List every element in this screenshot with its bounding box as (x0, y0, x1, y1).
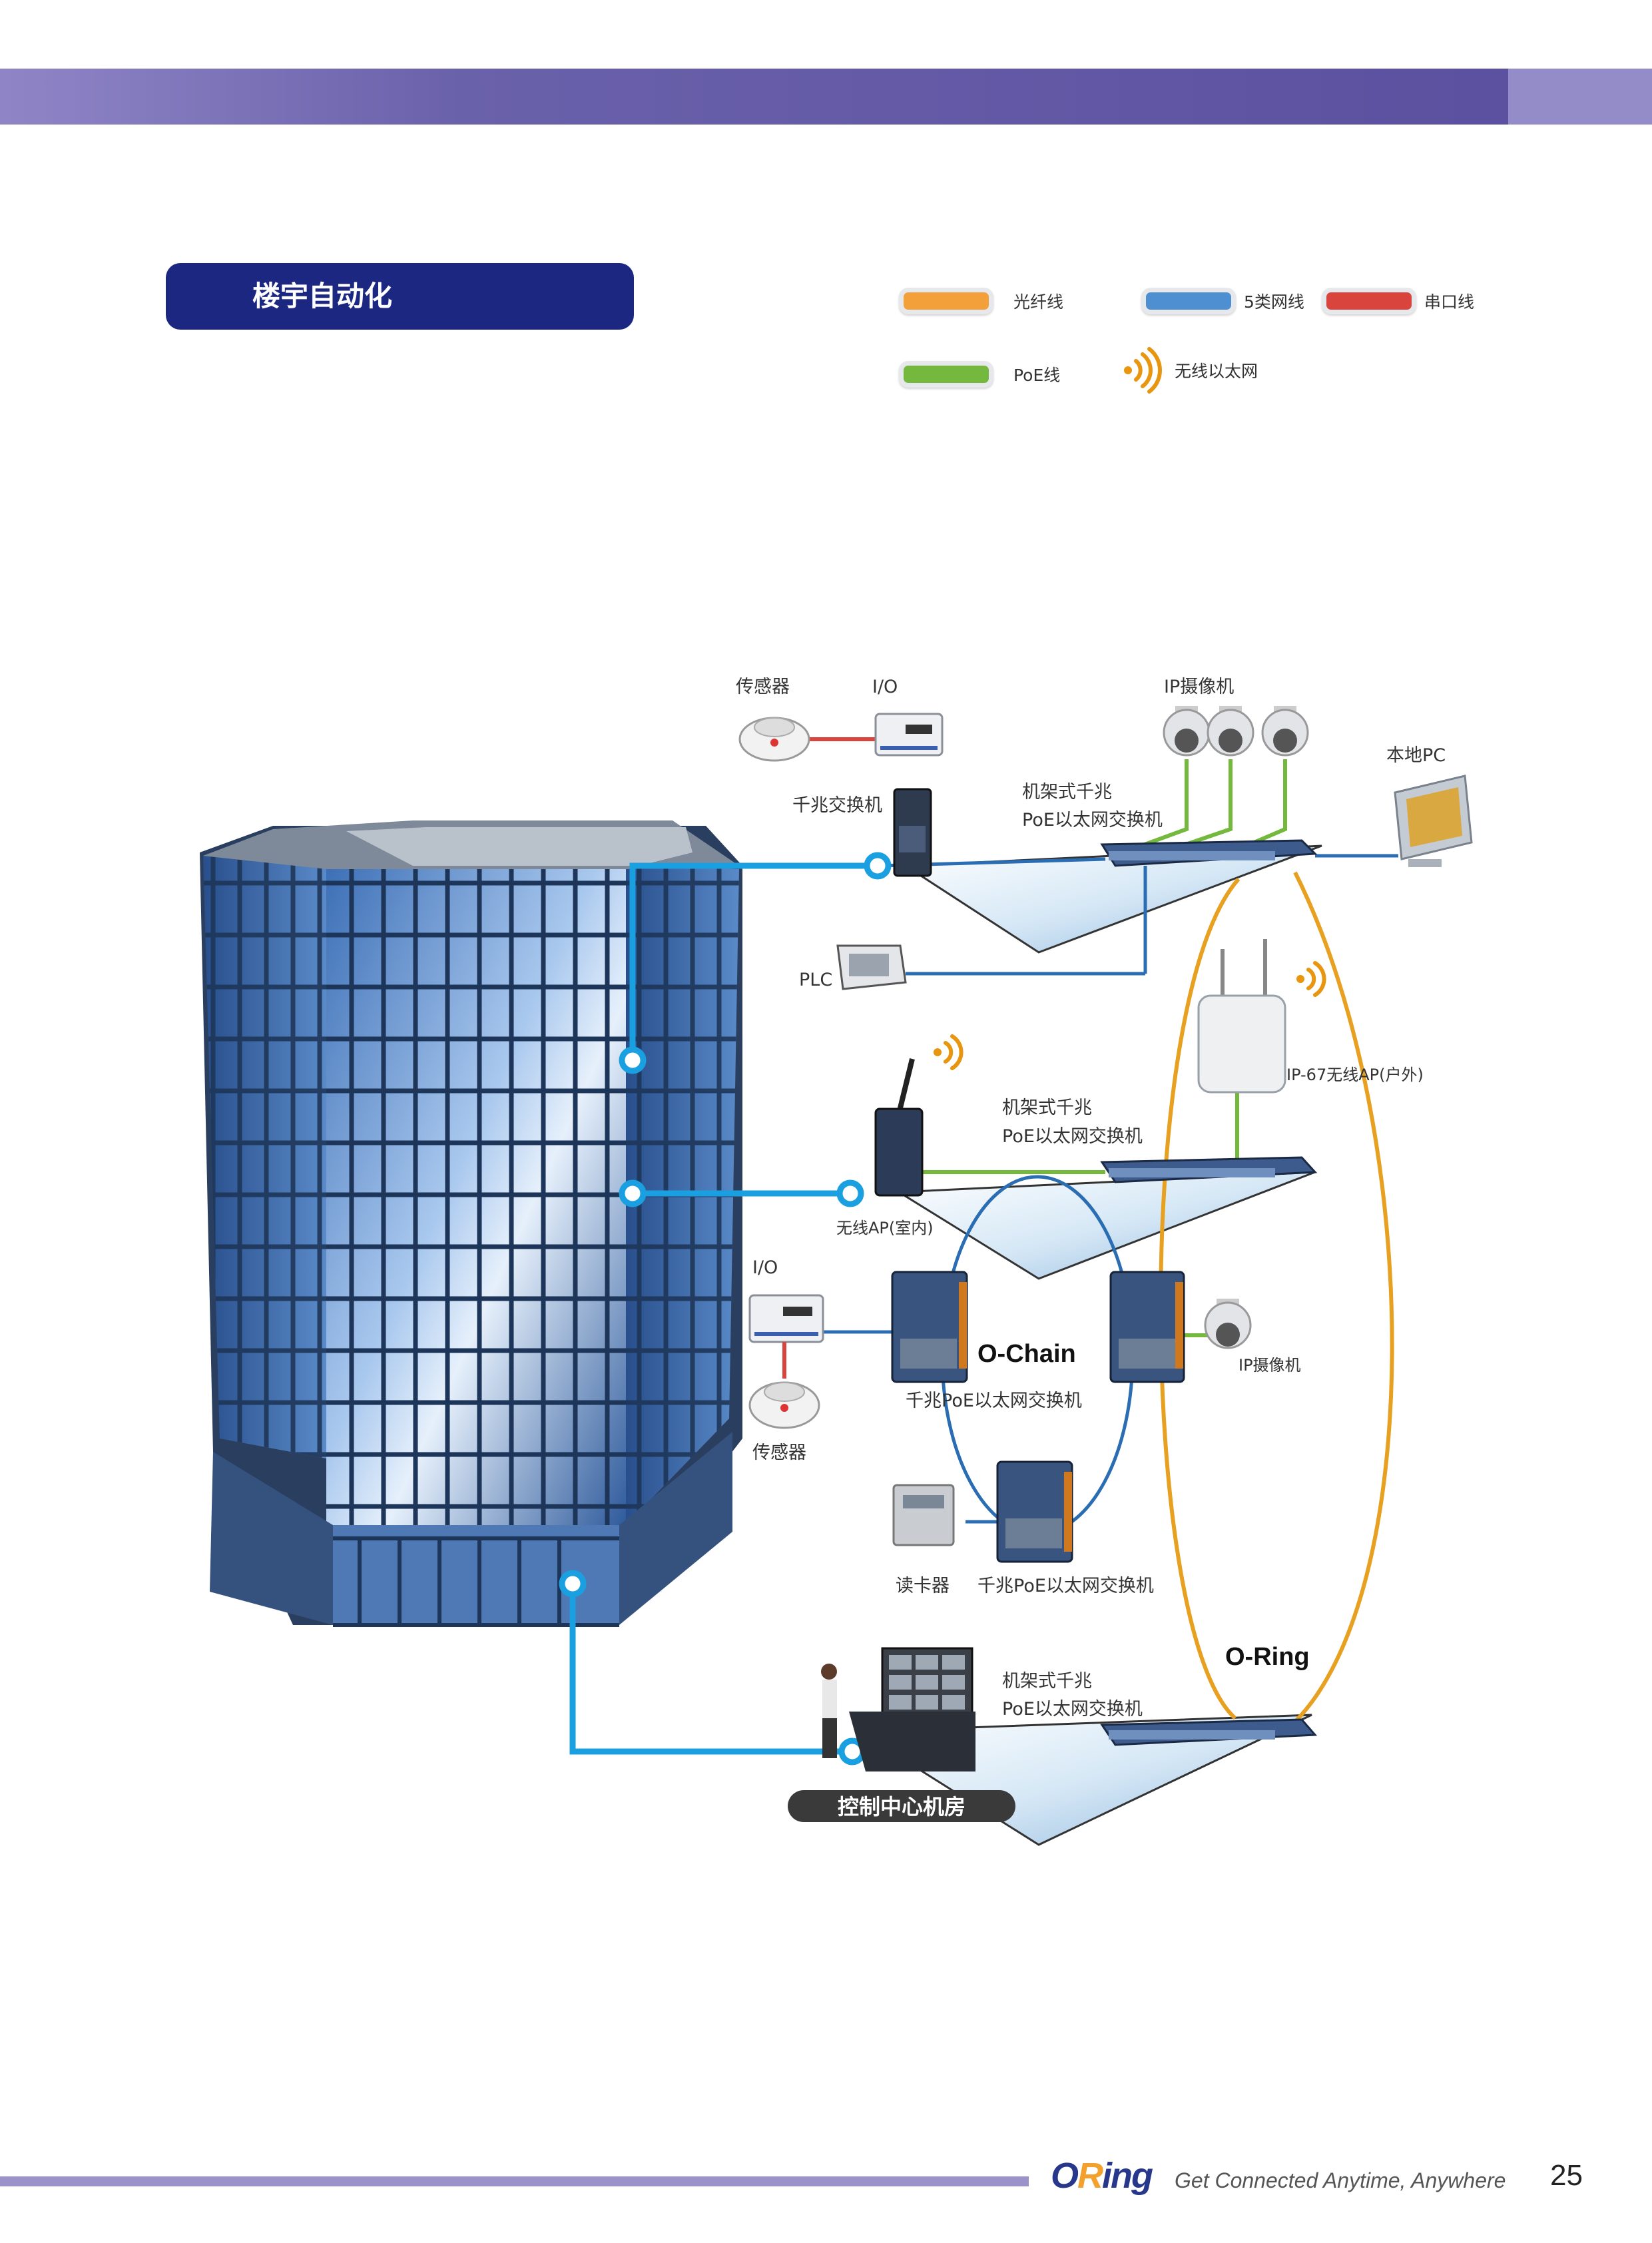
label-rack-switch-1-line2: PoE以太网交换机 (1022, 810, 1163, 830)
label-ip-camera-top: IP摄像机 (1164, 677, 1234, 697)
label-control-room: 控制中心机房 (838, 1794, 965, 1819)
label-rack-switch-2-line1: 机架式千兆 (1002, 1098, 1092, 1118)
legend-poe-label: PoE线 (1013, 366, 1061, 385)
label-card-reader: 读卡器 (896, 1576, 950, 1596)
rack-switch-bottom (1100, 1718, 1318, 1746)
legend-cat5-label: 5类网线 (1244, 292, 1304, 312)
label-o-chain: O-Chain (977, 1340, 1076, 1368)
footer-bar (0, 2176, 1029, 2186)
label-sensor-top: 传感器 (736, 677, 790, 697)
logo-rest: ing (1102, 2156, 1153, 2196)
poe-switch-bottom (996, 1460, 1073, 1563)
platform-2 (896, 1171, 1316, 1280)
label-io-top: I/O (872, 677, 898, 697)
wifi-icon-indoor (934, 1034, 964, 1070)
label-poe-switch-bottom: 千兆PoE以太网交换机 (977, 1576, 1154, 1596)
label-plc: PLC (799, 970, 832, 990)
wifi-icon (1124, 347, 1162, 394)
label-rack-switch-1-line1: 机架式千兆 (1022, 782, 1112, 802)
ap-outdoor-device (1197, 939, 1286, 1094)
top-banner-tail (1508, 69, 1652, 125)
logo-r: R (1077, 2156, 1103, 2196)
ip-camera-top-group (1163, 706, 1309, 757)
ap-indoor-device (874, 1058, 924, 1197)
rack-switch-top (1100, 839, 1318, 867)
connection-nodes (559, 852, 892, 1765)
top-banner-main (0, 69, 1535, 125)
label-ap-indoor: 无线AP(室内) (836, 1219, 934, 1237)
local-pc-device (1394, 775, 1473, 867)
building-uplinks (569, 862, 878, 1755)
legend-serial: 串口线 (1322, 281, 1474, 321)
label-o-ring: O-Ring (1225, 1643, 1310, 1671)
building-illustration (200, 820, 742, 1627)
poe-switch-mid-left (891, 1271, 968, 1383)
plc-device (836, 944, 907, 990)
legend-serial-label: 串口线 (1424, 292, 1475, 312)
gigabit-switch-top (893, 788, 932, 877)
oring-logo: ORing (1051, 2155, 1153, 2196)
legend-fiber: 光纤线 (899, 281, 1063, 321)
label-local-pc: 本地PC (1386, 745, 1446, 766)
label-poe-switch-mid: 千兆PoE以太网交换机 (906, 1391, 1082, 1411)
control-room-badge (788, 1790, 1015, 1822)
rack-switch-mid (1100, 1156, 1318, 1183)
label-ip-camera-mid: IP摄像机 (1239, 1356, 1301, 1375)
legend-poe: PoE线 (899, 354, 1060, 394)
label-rack-switch-3-line1: 机架式千兆 (1002, 1671, 1092, 1692)
legend-wireless-label: 无线以太网 (1175, 362, 1258, 381)
wifi-icon-outdoor (1296, 961, 1326, 997)
legend-fiber-swatch (899, 288, 993, 314)
legend-poe-swatch (899, 361, 993, 388)
legend-fiber-label: 光纤线 (1013, 292, 1064, 312)
label-ap-outdoor: IP-67无线AP(户外) (1286, 1066, 1424, 1084)
ip-camera-mid-device (1204, 1299, 1252, 1349)
label-sensor-mid: 传感器 (752, 1442, 806, 1463)
node-building-low (559, 1570, 587, 1598)
node-building-mid (619, 1179, 647, 1207)
legend-wireless: 无线以太网 (1119, 347, 1258, 394)
node-floor-mid (836, 1179, 864, 1207)
io-mid-device (748, 1294, 824, 1343)
top-banner (0, 69, 1652, 125)
poe-switch-mid-right (1109, 1271, 1185, 1383)
legend-cat5: 5类网线 (1141, 281, 1304, 321)
sensor-mid-device (748, 1381, 820, 1429)
label-gigabit-switch: 千兆交换机 (792, 795, 882, 816)
logo-o: O (1051, 2156, 1079, 2196)
label-io-mid: I/O (752, 1257, 778, 1278)
footer-tagline: Get Connected Anytime, Anywhere (1175, 2168, 1506, 2192)
legend-serial-swatch (1322, 288, 1416, 314)
io-top-device (874, 713, 944, 757)
sensor-top-device (738, 717, 810, 762)
label-rack-switch-2-line2: PoE以太网交换机 (1002, 1126, 1143, 1147)
label-rack-switch-3-line2: PoE以太网交换机 (1002, 1699, 1143, 1720)
legend-cat5-swatch (1141, 288, 1236, 314)
page-number: 25 (1550, 2159, 1583, 2192)
node-building-upper (619, 1046, 647, 1074)
section-title: 楼宇自动化 (166, 263, 634, 330)
node-floor-top (864, 852, 892, 880)
control-room-illustration (821, 1647, 975, 1771)
card-reader-device (892, 1484, 955, 1546)
